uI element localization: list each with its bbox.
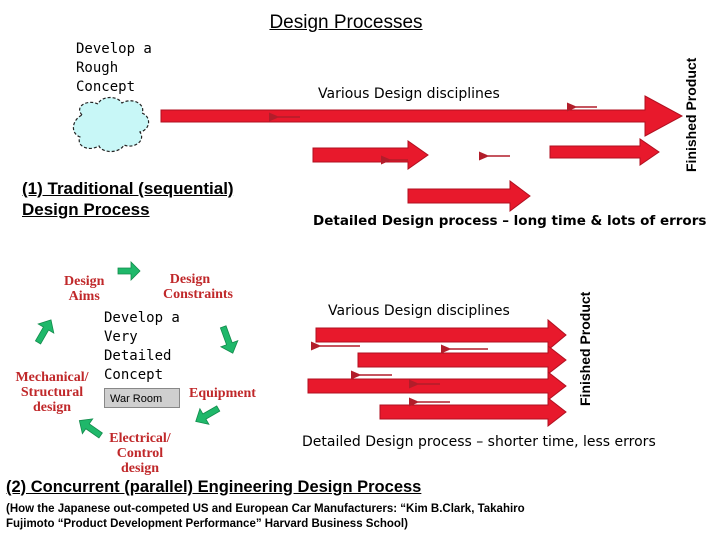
- detailed-concept-label: Develop a Very Detailed Concept: [104, 309, 180, 385]
- detailed-concept-line: Detailed: [104, 348, 172, 364]
- cycle-label-line: Electrical/: [109, 431, 171, 446]
- top-arrow-2: [312, 140, 429, 170]
- concurrent-process-heading: (2) Concurrent (parallel) Engineering De…: [6, 478, 422, 496]
- detailed-concept-line: Concept: [104, 367, 164, 383]
- traditional-heading-line: (1) Traditional (sequential): [22, 179, 234, 198]
- rough-concept-line: Develop a: [76, 41, 152, 57]
- cycle-arrow-aims-to-constraints: [117, 261, 141, 281]
- cycle-label-line: Design: [64, 274, 105, 289]
- top-disciplines-label: Various Design disciplines: [318, 86, 500, 102]
- traditional-process-heading: (1) Traditional (sequential) Design Proc…: [22, 178, 234, 220]
- cycle-label-line: design: [120, 461, 160, 476]
- cycle-label-line: design: [32, 400, 72, 415]
- bottom-arrow-2: [357, 344, 567, 376]
- bottom-arrow-3: [307, 370, 567, 402]
- top-caption: Detailed Design process – long time & lo…: [313, 213, 707, 229]
- cycle-label-line: Constraints: [162, 287, 233, 302]
- top-arrow-3: [549, 138, 660, 166]
- cycle-arrow-equipment-to-electrical: [195, 405, 221, 425]
- bottom-arrow-1: [315, 318, 567, 352]
- cloud-icon: [72, 96, 150, 153]
- bottom-disciplines-label: Various Design disciplines: [328, 303, 510, 319]
- cycle-label-line: Mechanical/: [15, 370, 89, 385]
- source-citation: (How the Japanese out-competed US and Eu…: [6, 502, 525, 532]
- cycle-arrow-mechanical-to-aims: [34, 319, 55, 345]
- top-finished-product-label: Finished Product: [683, 57, 699, 172]
- bottom-finished-product-label: Finished Product: [577, 291, 593, 406]
- top-arrow-main: [160, 95, 684, 137]
- bottom-arrow-4: [379, 396, 567, 428]
- rough-concept-line: Rough: [76, 60, 119, 76]
- cycle-label-design-aims: Design Aims: [64, 274, 104, 304]
- source-citation-line: (How the Japanese out-competed US and Eu…: [6, 503, 525, 515]
- cycle-arrow-electrical-to-mechanical: [78, 418, 103, 439]
- detailed-concept-line: Very: [104, 329, 138, 345]
- cycle-arrow-constraints-to-equipment: [219, 325, 239, 354]
- cycle-label-design-constraints: Design Constraints: [155, 272, 235, 302]
- cycle-label-electrical: Electrical/ Control design: [104, 431, 176, 476]
- cycle-label-line: Control: [116, 446, 164, 461]
- war-room-box: War Room: [104, 388, 180, 408]
- rough-concept-label: Develop a Rough Concept: [76, 40, 152, 97]
- cycle-label-line: Design: [169, 272, 211, 287]
- cycle-label-line: Structural: [20, 385, 84, 400]
- page-title: Design Processes: [269, 12, 423, 33]
- bottom-caption: Detailed Design process – shorter time, …: [302, 434, 656, 450]
- cycle-label-mechanical: Mechanical/ Structural design: [8, 370, 96, 415]
- detailed-concept-line: Develop a: [104, 310, 180, 326]
- rough-concept-line: Concept: [76, 79, 136, 95]
- top-arrow-4: [407, 180, 531, 212]
- cycle-label-line: Aims: [68, 289, 100, 304]
- cycle-label-equipment: Equipment: [189, 386, 256, 401]
- source-citation-line: Fujimoto “Product Development Performanc…: [6, 518, 408, 530]
- traditional-heading-line: Design Process: [22, 200, 150, 219]
